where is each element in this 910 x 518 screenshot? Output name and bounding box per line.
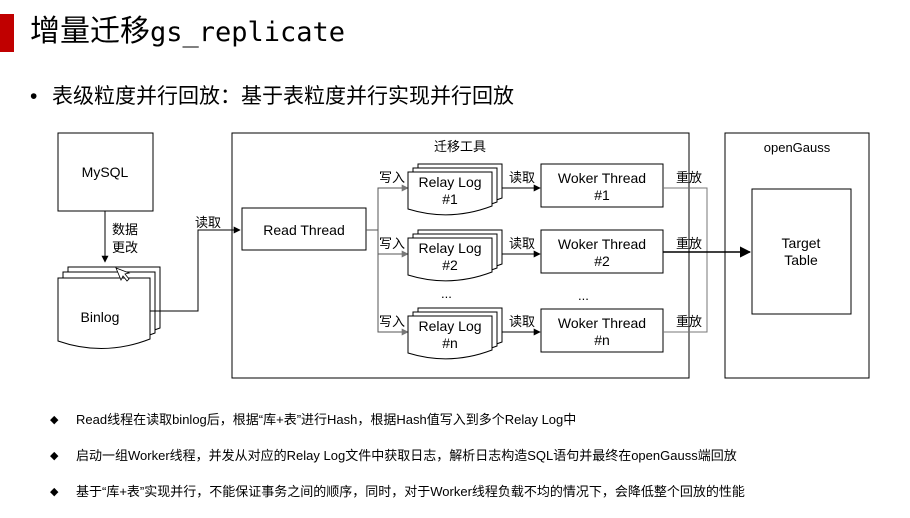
bullet-text-3: 基于“库+表”实现并行，不能保证事务之间的顺序，同时，对于Worker线程负载不… xyxy=(76,484,745,499)
mysql-node: MySQL xyxy=(57,132,154,212)
read-edge-label: 读取 xyxy=(195,215,221,230)
binlog-label: Binlog xyxy=(81,309,120,325)
bullet-item-1: ◆ Read线程在读取binlog后，根据“库+表”进行Hash，根据Hash值… xyxy=(50,410,900,446)
relay-log-1-index: #1 xyxy=(442,191,458,207)
bullet-text-2: 启动一组Worker线程，并发从对应的Relay Log文件中获取日志，解析日志… xyxy=(76,448,737,463)
relay-log-n-name: Relay Log xyxy=(418,318,481,334)
fanout-edge-n xyxy=(377,254,409,336)
worker-thread-n: Woker Thread #n xyxy=(540,308,664,353)
bullet-item-3: ◆ 基于“库+表”实现并行，不能保证事务之间的顺序，同时，对于Worker线程负… xyxy=(50,482,900,518)
write-label-1: 写入 xyxy=(379,170,405,185)
relay-log-2-index: #2 xyxy=(442,257,458,273)
worker-1-index: #1 xyxy=(594,187,610,203)
diamond-bullet-icon: ◆ xyxy=(50,450,59,462)
replay-edge-n xyxy=(663,252,708,333)
replay-label-n: 重放 xyxy=(676,314,702,329)
bullet-list: ◆ Read线程在读取binlog后，根据“库+表”进行Hash，根据Hash值… xyxy=(50,410,900,518)
slide-title: 增量迁移gs_replicate xyxy=(30,12,345,53)
migration-tool-title: 迁移工具 xyxy=(434,139,486,154)
target-table-node: Target Table xyxy=(751,188,852,315)
headline: • 表级粒度并行回放：基于表粒度并行实现并行回放 xyxy=(30,82,514,112)
bullet-text-1: Read线程在读取binlog后，根据“库+表”进行Hash，根据Hash值写入… xyxy=(76,412,577,427)
worker-1-name: Woker Thread xyxy=(558,170,646,186)
worker-thread-2: Woker Thread #2 xyxy=(540,229,664,274)
opengauss-title: openGauss xyxy=(764,140,831,155)
opengauss-box xyxy=(724,132,870,379)
read-thread-label: Read Thread xyxy=(263,222,344,238)
headline-bullet: • xyxy=(30,85,38,108)
diamond-bullet-icon: ◆ xyxy=(50,486,59,498)
diamond-bullet-icon: ◆ xyxy=(50,414,59,426)
target-table-label-1: Target xyxy=(782,235,821,251)
relay-log-n-index: #n xyxy=(442,335,458,351)
worker-2-index: #2 xyxy=(594,253,610,269)
read-label-2: 读取 xyxy=(509,236,535,251)
read-edge xyxy=(150,226,241,312)
migration-tool-box xyxy=(231,132,690,379)
relay-log-1: Relay Log #1 xyxy=(407,163,503,216)
title-command: gs_replicate xyxy=(150,17,346,48)
data-change-label-1: 数据 xyxy=(112,222,138,237)
worker-n-index: #n xyxy=(594,332,610,348)
worker-2-name: Woker Thread xyxy=(558,236,646,252)
worker-n-name: Woker Thread xyxy=(558,315,646,331)
fanout-edge-2 xyxy=(366,229,409,258)
read-label-1: 读取 xyxy=(509,170,535,185)
title-chinese: 增量迁移 xyxy=(30,15,150,48)
replication-diagram: MySQL 数据 更改 Binlog 读取 迁移工具 Read Thread 写… xyxy=(57,132,870,379)
replay-label-2: 重放 xyxy=(676,236,702,251)
read-thread-node: Read Thread xyxy=(241,207,367,251)
data-change-label-2: 更改 xyxy=(112,240,138,255)
write-label-n: 写入 xyxy=(379,314,405,329)
relay-log-2: Relay Log #2 xyxy=(407,229,503,282)
relay-log-n: Relay Log #n xyxy=(407,307,503,360)
cursor-icon xyxy=(115,267,131,282)
fanout-edge-1 xyxy=(366,184,409,231)
target-table-label-2: Table xyxy=(784,252,818,268)
read-label-n: 读取 xyxy=(509,314,535,329)
headline-text: 表级粒度并行回放：基于表粒度并行实现并行回放 xyxy=(52,85,514,108)
replay-edge-1 xyxy=(663,187,708,252)
write-label-2: 写入 xyxy=(379,236,405,251)
mysql-label: MySQL xyxy=(82,164,129,180)
worker-thread-1: Woker Thread #1 xyxy=(540,163,664,208)
relay-log-2-name: Relay Log xyxy=(418,240,481,256)
relay-log-1-name: Relay Log xyxy=(418,174,481,190)
replay-label-1: 重放 xyxy=(676,170,702,185)
bullet-item-2: ◆ 启动一组Worker线程，并发从对应的Relay Log文件中获取日志，解析… xyxy=(50,446,900,482)
relay-ellipsis: ... xyxy=(441,286,452,301)
title-accent-bar xyxy=(0,14,14,52)
worker-ellipsis: ... xyxy=(578,288,589,303)
binlog-node: Binlog xyxy=(57,266,161,349)
